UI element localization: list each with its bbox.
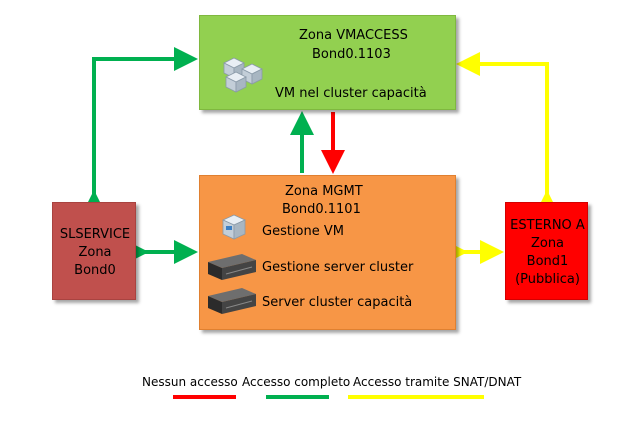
esterno-line-4: (Pubblica)	[515, 272, 580, 287]
vmaccess-title: Zona VMACCESS	[299, 28, 408, 43]
server-icon	[206, 286, 258, 320]
esterno-line-2: Zona	[530, 236, 565, 251]
arrow-esterno-vmaccess	[456, 52, 559, 214]
vmaccess-bond: Bond0.1103	[312, 47, 391, 62]
zone-esterno: ESTERNO A Zona Bond1 (Pubblica)	[505, 202, 588, 300]
slservice-line-1: SLSERVICE	[59, 227, 131, 242]
mgmt-item-1: Gestione VM	[262, 224, 344, 239]
zone-mgmt: Zona MGMT Bond0.1101 Gestione VM Gestion…	[199, 175, 456, 330]
zone-vmaccess: Zona VMACCESS Bond0.1103 VM nel cluster …	[199, 15, 456, 110]
slservice-line-3: Bond0	[74, 263, 116, 278]
mgmt-item-3: Server cluster capacità	[262, 295, 413, 310]
esterno-line-1: ESTERNO A	[510, 218, 585, 233]
arrow-slservice-vmaccess	[82, 47, 198, 214]
server-icon	[206, 252, 258, 286]
mgmt-title: Zona MGMT	[285, 184, 363, 199]
legend-label-accesso-completo: Accesso completo	[242, 375, 351, 389]
mgmt-bond: Bond0.1101	[282, 202, 361, 217]
vm-icon	[222, 214, 246, 244]
esterno-line-3: Bond1	[526, 254, 569, 269]
vmaccess-item: VM nel cluster capacità	[275, 86, 427, 101]
vm-cluster-icon	[220, 56, 272, 98]
zone-slservice: SLSERVICE Zona Bond0	[52, 202, 136, 300]
legend-label-nessun-accesso: Nessun accesso	[142, 375, 238, 389]
mgmt-item-2: Gestione server cluster	[262, 260, 414, 275]
legend-label-snat-dnat: Accesso tramite SNAT/DNAT	[353, 375, 522, 389]
slservice-line-2: Zona	[78, 245, 112, 260]
